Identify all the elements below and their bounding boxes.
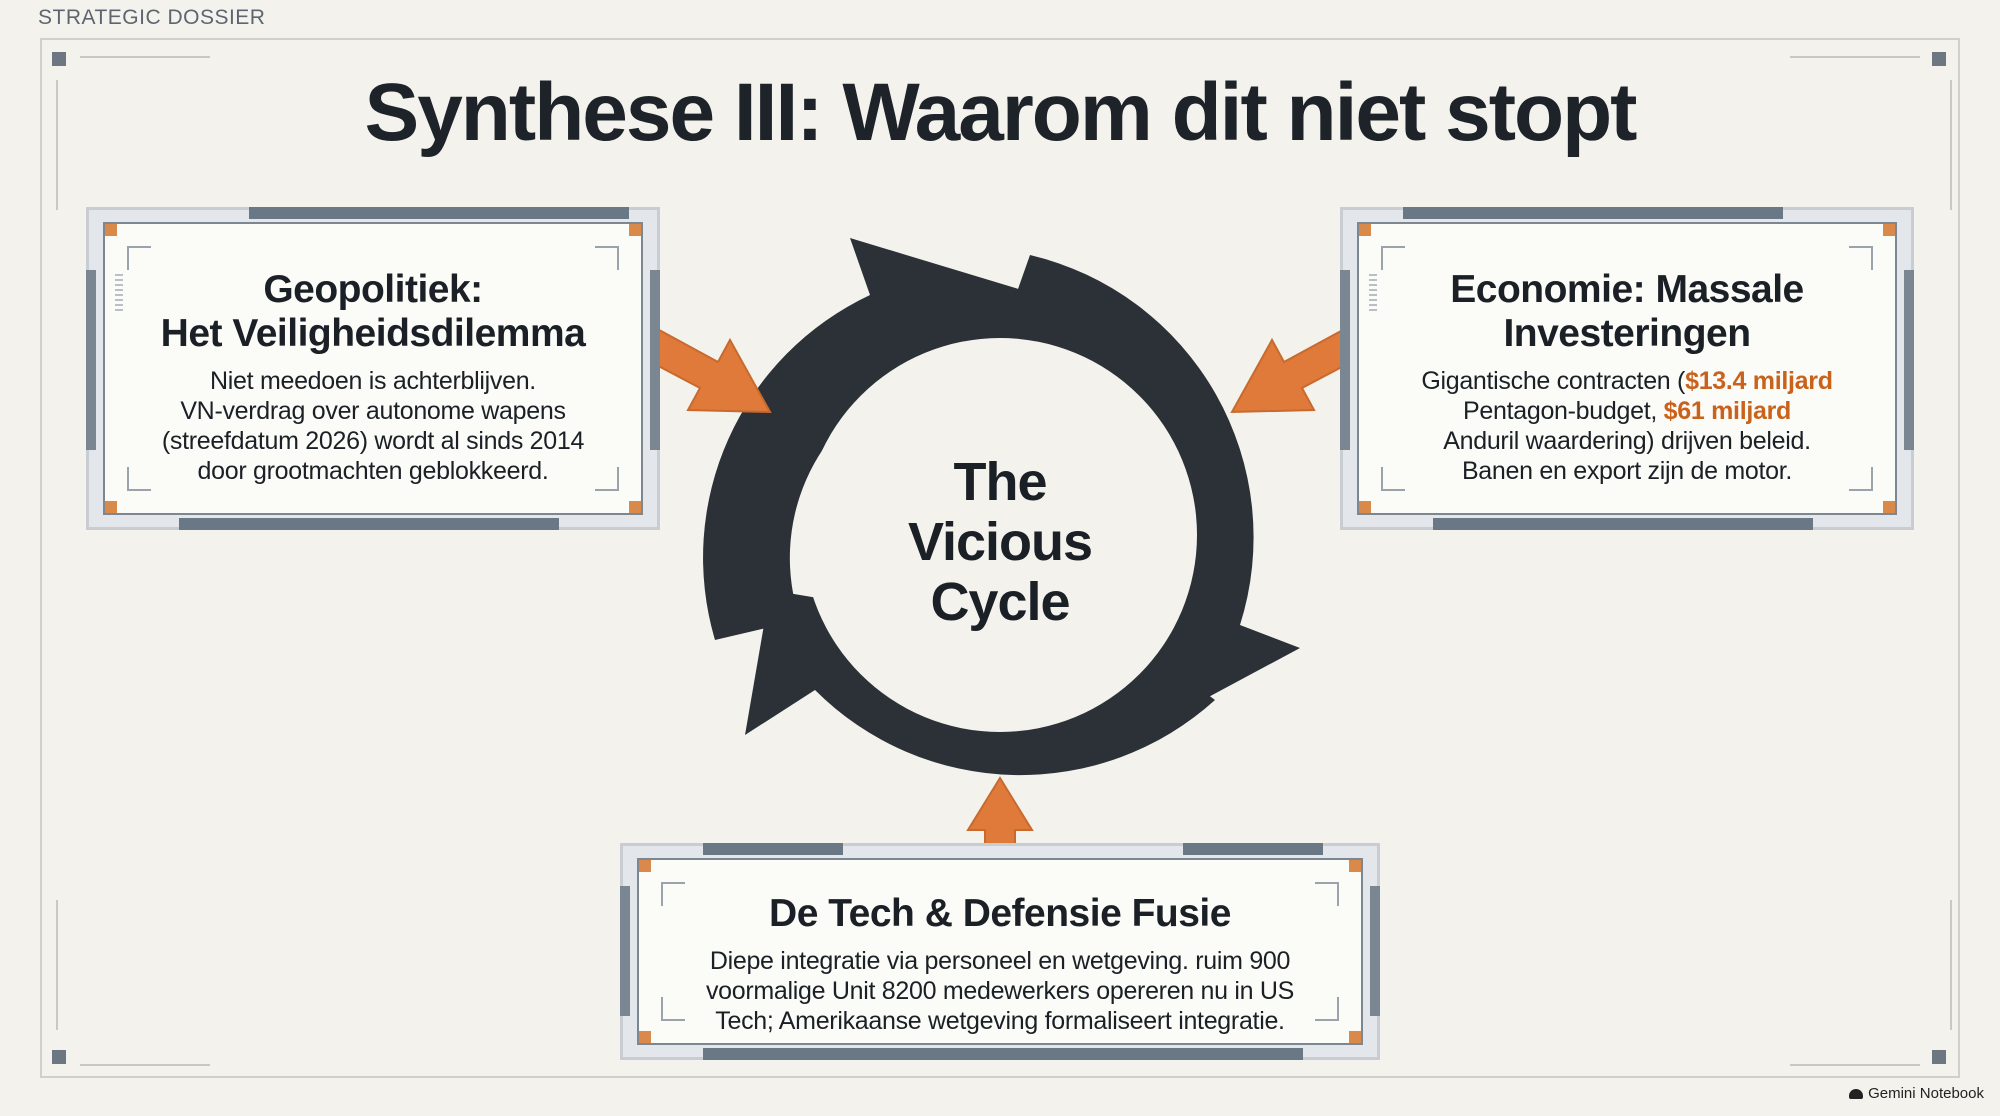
card-frame-bar xyxy=(650,270,660,450)
card-ruler-marks xyxy=(115,274,123,314)
card-body-line: Niet meedoen is achterblijven. xyxy=(210,367,536,395)
card-frame-bar xyxy=(1340,270,1350,450)
card-corner-accent xyxy=(629,224,641,236)
cycle-label-line: Vicious xyxy=(907,512,1093,572)
highlight-amount: $13.4 miljard xyxy=(1685,367,1833,395)
card-title-line: Investeringen xyxy=(1503,312,1751,355)
card-inner-panel: De Tech & Defensie Fusie Diepe integrati… xyxy=(637,858,1363,1045)
card-bracket xyxy=(127,467,151,491)
card-economy: Economie: Massale Investeringen Gigantis… xyxy=(1340,207,1914,530)
card-corner-accent xyxy=(105,224,117,236)
brand-label: Gemini Notebook xyxy=(1868,1085,1984,1102)
card-corner-accent xyxy=(1349,860,1361,872)
card-corner-accent xyxy=(1883,224,1895,236)
highlight-amount: $61 miljard xyxy=(1663,397,1792,425)
card-title-line: Economie: Massale xyxy=(1450,268,1804,311)
card-inner-panel: Geopolitiek: Het Veiligheidsdilemma Niet… xyxy=(103,222,643,515)
card-body-text: Pentagon-budget, xyxy=(1463,397,1664,425)
card-bracket xyxy=(1849,246,1873,270)
card-title-line: Het Veiligheidsdilemma xyxy=(160,312,586,355)
card-frame-bar xyxy=(249,207,629,219)
card-body-line: door grootmachten geblokkeerd. xyxy=(197,457,549,485)
card-geopolitics: Geopolitiek: Het Veiligheidsdilemma Niet… xyxy=(86,207,660,530)
card-body-line: Diepe integratie via personeel en wetgev… xyxy=(709,947,1291,975)
card-corner-accent xyxy=(629,501,641,513)
card-tech-defense: De Tech & Defensie Fusie Diepe integrati… xyxy=(620,843,1380,1060)
frame-ruler xyxy=(46,900,58,1030)
card-bracket xyxy=(1315,882,1339,906)
card-body-line: (streefdatum 2026) wordt al sinds 2014 xyxy=(161,427,585,455)
card-frame-bar xyxy=(179,518,559,530)
card-frame-bar xyxy=(86,270,96,450)
card-body-line: Gigantische contracten ($13.4 miljard xyxy=(1359,366,1895,396)
card-body: Niet meedoen is achterblijven. VN-verdra… xyxy=(105,366,641,486)
card-corner-accent xyxy=(1883,501,1895,513)
card-frame-bar xyxy=(1183,843,1323,855)
card-corner-accent xyxy=(1359,501,1371,513)
card-title-line: Geopolitiek: xyxy=(263,268,483,311)
card-body-line: Anduril waardering) drijven beleid. xyxy=(1443,427,1811,455)
card-body: Diepe integratie via personeel en wetgev… xyxy=(639,946,1361,1036)
card-bracket xyxy=(1315,997,1339,1021)
card-corner-accent xyxy=(105,501,117,513)
card-title: Economie: Massale Investeringen xyxy=(1359,268,1895,356)
card-title: Geopolitiek: Het Veiligheidsdilemma xyxy=(105,268,641,356)
card-corner-accent xyxy=(1349,1031,1361,1043)
card-frame-bar xyxy=(703,843,843,855)
card-corner-accent xyxy=(639,1031,651,1043)
frame-ruler xyxy=(1940,80,1952,210)
header-label: STRATEGIC DOSSIER xyxy=(38,6,266,29)
card-body-line: voormalige Unit 8200 medewerkers operere… xyxy=(705,977,1295,1005)
card-bracket xyxy=(661,997,685,1021)
card-title: De Tech & Defensie Fusie xyxy=(769,892,1231,935)
frame-ruler xyxy=(1790,46,1920,58)
card-body-line: VN-verdrag over autonome wapens xyxy=(180,397,566,425)
card-body: Gigantische contracten ($13.4 miljard Pe… xyxy=(1359,366,1895,486)
card-body-line: Pentagon-budget, $61 miljard xyxy=(1359,396,1895,426)
card-frame-bar xyxy=(1370,886,1380,1016)
card-frame-bar xyxy=(703,1048,1303,1060)
frame-ruler xyxy=(80,46,210,58)
card-body-text: Gigantische contracten ( xyxy=(1421,367,1686,395)
frame-corner-marker xyxy=(1932,1050,1946,1064)
card-corner-accent xyxy=(1359,224,1371,236)
card-bracket xyxy=(595,246,619,270)
cycle-arrow-segment xyxy=(703,238,1055,640)
card-ruler-marks xyxy=(1369,274,1377,314)
card-frame-bar xyxy=(620,886,630,1016)
card-corner-accent xyxy=(639,860,651,872)
card-bracket xyxy=(1849,467,1873,491)
card-frame-bar xyxy=(1403,207,1783,219)
frame-ruler xyxy=(1940,900,1952,1030)
frame-ruler xyxy=(46,80,58,210)
card-frame-bar xyxy=(1904,270,1914,450)
frame-ruler xyxy=(80,1054,210,1066)
cycle-label: The Vicious Cycle xyxy=(860,452,1140,632)
card-body-line: Tech; Amerikaanse wetgeving formaliseert… xyxy=(715,1007,1285,1035)
brand-footer: Gemini Notebook xyxy=(1849,1085,1984,1102)
frame-corner-marker xyxy=(1932,52,1946,66)
card-inner-panel: Economie: Massale Investeringen Gigantis… xyxy=(1357,222,1897,515)
card-body-line: Banen en export zijn de motor. xyxy=(1461,457,1793,485)
notebook-logo-icon xyxy=(1849,1089,1864,1100)
card-bracket xyxy=(595,467,619,491)
cycle-label-line: The xyxy=(953,452,1047,512)
frame-ruler xyxy=(1790,1054,1920,1066)
card-bracket xyxy=(661,882,685,906)
card-bracket xyxy=(127,246,151,270)
card-bracket xyxy=(1381,246,1405,270)
page-title: Synthese III: Waarom dit niet stopt xyxy=(364,67,1638,158)
card-bracket xyxy=(1381,467,1405,491)
cycle-center xyxy=(803,338,1197,732)
frame-corner-marker xyxy=(52,1050,66,1064)
card-frame-bar xyxy=(1433,518,1813,530)
frame-corner-marker xyxy=(52,52,66,66)
outer-frame xyxy=(40,38,1960,1078)
cycle-label-line: Cycle xyxy=(930,572,1070,632)
